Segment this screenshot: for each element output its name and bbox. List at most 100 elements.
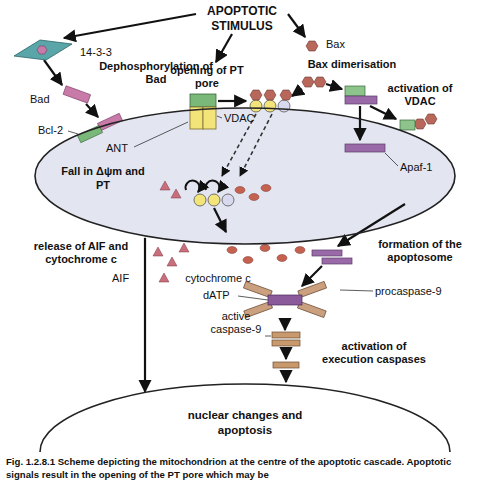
cytochrome-ovals: [235, 187, 245, 194]
vdac-block: [345, 144, 385, 152]
bax-protein: [314, 77, 326, 87]
arrow: [326, 84, 342, 89]
open-pore: [264, 100, 276, 112]
part-label: release of AIF and cytochrome c: [22, 240, 140, 266]
part-label: activation of execution caspases: [318, 340, 430, 366]
open-pore: [208, 194, 220, 206]
flow-arrow: [144, 238, 146, 392]
protein-14-3-3: [37, 46, 47, 54]
nuclear-envelope: [40, 384, 450, 452]
pt-pore: [190, 94, 216, 107]
leader-line: [340, 290, 373, 291]
aif-triangles: [153, 247, 163, 256]
vdac-block: [312, 250, 342, 256]
leader-line: [265, 336, 271, 337]
apoptosome: [268, 295, 302, 305]
part-label: VDAC: [224, 112, 264, 125]
vdac-block: [400, 120, 415, 130]
leader-line: [385, 153, 398, 166]
leader-line: [68, 116, 398, 336]
node-text: Fall in Δψm and PT: [57, 164, 149, 192]
stimulus-label: APOPTOTIC STIMULUS: [194, 4, 290, 36]
open-pore: [278, 100, 290, 112]
leader-line: [238, 296, 268, 300]
part-label: Apaf-1: [400, 161, 444, 174]
protein-14-3-3: [14, 40, 72, 60]
cytochrome-ovals: [261, 185, 271, 192]
rotation-arrow: [206, 181, 220, 192]
arrow: [292, 89, 302, 96]
protein-14-3-3: [14, 40, 72, 60]
arrow: [44, 60, 62, 85]
pt-pore: [190, 94, 216, 129]
part-label: cytochrome c: [178, 272, 258, 285]
rotation-arrow: [186, 181, 220, 192]
arrow: [218, 100, 246, 102]
arrow: [370, 106, 396, 119]
node-text: nuclear changes and apoptosis: [175, 408, 315, 437]
cytochrome-ovals: [227, 247, 237, 254]
arrow: [285, 348, 287, 359]
part-label: procaspase-9: [375, 285, 455, 298]
part-label: AIF: [112, 272, 138, 285]
bax-protein: [280, 90, 292, 100]
aif-triangles: [159, 273, 169, 282]
vdac-block: [322, 258, 352, 264]
arrow: [64, 14, 196, 38]
part-label: ANT: [106, 142, 134, 155]
open-pore: [194, 100, 290, 206]
arrow: [285, 370, 287, 382]
part-label: opening of PT pore: [170, 64, 244, 90]
aif-triangles: [171, 189, 181, 198]
membrane: [35, 108, 455, 244]
rotation-arrow: [186, 181, 200, 192]
aif-triangles: [153, 181, 189, 282]
part-label: Bcl-2: [38, 124, 70, 137]
arrow: [216, 34, 232, 62]
cytochrome-ovals: [249, 194, 259, 201]
part-label: active caspase-9: [208, 310, 264, 336]
part-label: formation of the apoptosome: [368, 238, 472, 264]
part-label: 14-3-3: [80, 46, 124, 59]
protein-bad: [63, 86, 91, 103]
cytochrome-ovals: [227, 185, 305, 264]
arrow: [288, 14, 305, 37]
part-label: Bad: [30, 93, 56, 106]
caspase-bars: [272, 332, 300, 338]
vdac-block: [345, 96, 377, 104]
apoptosome: [243, 281, 326, 317]
bax-protein: [306, 41, 318, 51]
aif-triangles: [179, 243, 189, 252]
leader-line: [68, 131, 78, 134]
arrow: [86, 104, 98, 117]
bax-protein: [264, 90, 276, 100]
bax-protein: [250, 90, 262, 100]
cytochrome-ovals: [260, 245, 270, 252]
vdac-block: [345, 86, 365, 96]
caspase-bars: [273, 362, 299, 368]
pt-pore: [203, 107, 216, 129]
open-pore: [222, 194, 234, 206]
open-pore: [250, 100, 262, 112]
part-label: dATP: [203, 289, 237, 302]
node-text: APOPTOTIC STIMULUS: [194, 4, 290, 34]
figure-caption: Fig. 1.2.8.1 Scheme depicting the mitoch…: [6, 456, 480, 481]
bax-protein: [302, 77, 314, 87]
cytochrome-ovals: [295, 247, 305, 254]
bax-protein: [414, 119, 426, 129]
part-label: Bax dimerisation: [296, 58, 408, 71]
aif-triangles: [167, 257, 177, 266]
arrow: [214, 208, 226, 232]
nucleus: nuclear changes and apoptosis: [40, 384, 450, 452]
mitochondrion: Fall in Δψm and PT: [35, 108, 455, 244]
arrow: [284, 318, 286, 330]
aif-triangles: [160, 181, 170, 190]
protein-bad: [63, 86, 122, 143]
part-label: Bax: [326, 38, 356, 51]
cytochrome-ovals: [243, 257, 253, 264]
cytochrome-ovals: [277, 255, 287, 262]
open-pore: [194, 194, 206, 206]
leader-line: [134, 122, 188, 147]
part-label: activation of VDAC: [378, 82, 462, 108]
